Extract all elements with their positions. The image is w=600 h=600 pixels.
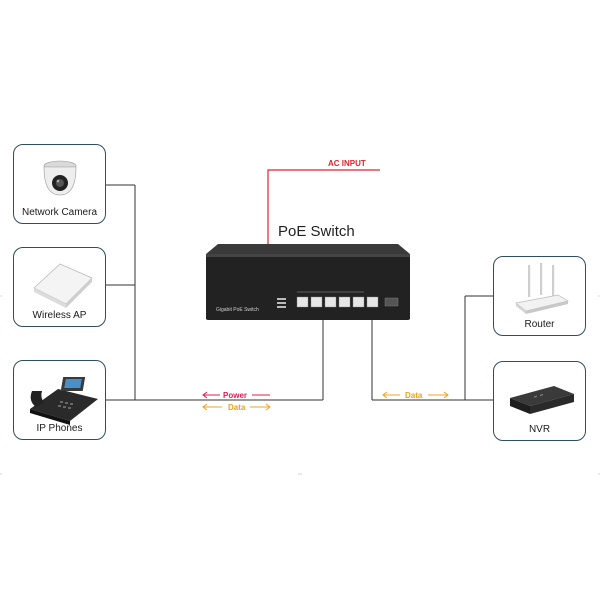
- device-card-network-camera: Network Camera: [13, 144, 106, 224]
- switch-leds: [277, 298, 286, 308]
- device-label-wireless-ap: Wireless AP: [32, 310, 87, 321]
- ac-input-label: AC INPUT: [328, 159, 366, 168]
- left-bus-lines: [106, 184, 324, 401]
- poe-switch: Gigabit PoE Switch: [206, 244, 410, 320]
- nvr-icon: [510, 386, 574, 414]
- switch-title: PoE Switch: [278, 223, 355, 240]
- wireless-ap-icon: [33, 263, 93, 308]
- device-label-router: Router: [524, 319, 555, 330]
- right-bus-lines: [371, 295, 493, 401]
- data-arrow-right: [382, 391, 449, 399]
- dome-camera-icon: [43, 160, 77, 196]
- device-card-wireless-ap: Wireless AP: [13, 247, 106, 327]
- ip-phone-icon: [30, 377, 98, 425]
- device-label-network-camera: Network Camera: [21, 207, 98, 218]
- data-arrow-left: [202, 403, 271, 411]
- switch-label: Gigabit PoE Switch: [216, 307, 259, 313]
- power-label: Power: [223, 391, 247, 400]
- device-card-ip-phones: IP Phones: [13, 360, 106, 440]
- device-card-nvr: NVR: [493, 361, 586, 441]
- device-label-nvr: NVR: [528, 424, 551, 435]
- data-label-right: Data: [405, 391, 423, 400]
- device-label-ip-phones: IP Phones: [36, 423, 83, 434]
- device-card-router: Router: [493, 256, 586, 336]
- router-icon: [515, 263, 569, 314]
- ac-input-line: [267, 169, 380, 244]
- switch-ports: [296, 296, 399, 308]
- data-label-left: Data: [228, 403, 246, 412]
- power-arrow: [202, 391, 270, 399]
